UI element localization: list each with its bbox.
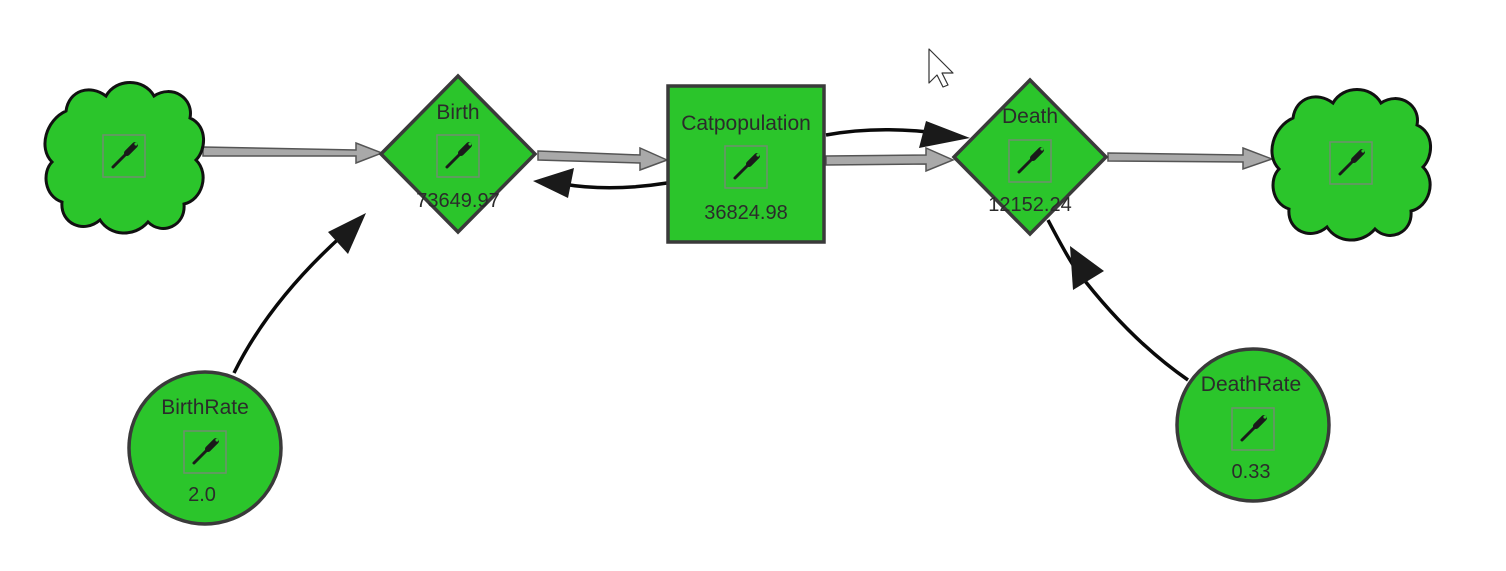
flow-pipe-death-to-sink[interactable]: [1107, 146, 1275, 171]
variable-name: DeathRate: [1201, 373, 1301, 396]
flow-value: 73649.97: [416, 190, 499, 212]
flow-node-birth[interactable]: Birth 73649.97: [378, 73, 538, 235]
flow-name: Death: [1002, 105, 1058, 128]
variable-node-birthrate[interactable]: BirthRate 2.0: [127, 370, 283, 526]
link-catpopulation-to-death[interactable]: [825, 121, 970, 148]
flow-value: 12152.24: [988, 194, 1071, 216]
stock-node-catpopulation[interactable]: Catpopulation 36824.98: [666, 84, 826, 244]
variable-value: 2.0: [188, 484, 216, 506]
flow-name: Birth: [436, 101, 479, 124]
link-death-to-deathrate[interactable]: [1046, 219, 1189, 382]
sink-cloud[interactable]: [1270, 88, 1432, 242]
variable-value: 0.33: [1232, 461, 1271, 483]
variable-name: BirthRate: [161, 396, 249, 419]
variable-node-deathrate[interactable]: DeathRate 0.33: [1175, 347, 1331, 503]
source-cloud[interactable]: [43, 81, 205, 235]
stock-name: Catpopulation: [681, 112, 811, 135]
flow-node-death[interactable]: Death 12152.24: [951, 77, 1109, 237]
link-birthrate-to-birth[interactable]: [232, 213, 366, 374]
link-catpopulation-to-birth[interactable]: [533, 168, 668, 198]
mouse-pointer-icon: [928, 48, 954, 88]
flow-pipe-birth-to-catpopulation[interactable]: [537, 146, 669, 172]
flow-pipe-source-to-birth[interactable]: [202, 141, 385, 165]
stock-value: 36824.98: [704, 202, 787, 224]
flow-pipe-catpopulation-to-death[interactable]: [825, 146, 955, 173]
